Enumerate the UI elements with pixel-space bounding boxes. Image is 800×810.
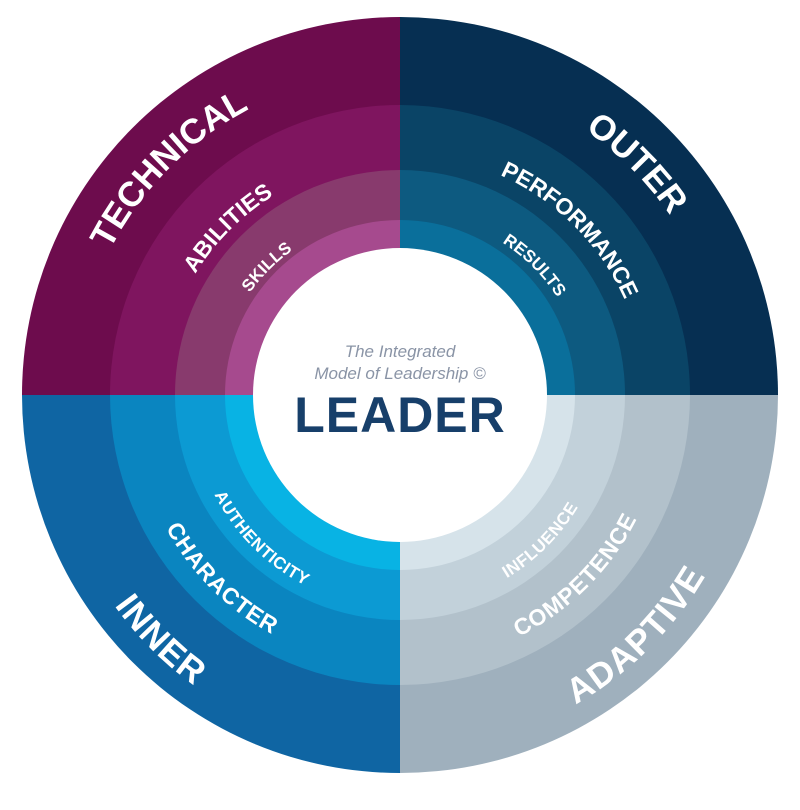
center-circle xyxy=(253,248,547,542)
center-subtitle-line2: Model of Leadership © xyxy=(314,364,486,383)
center-subtitle-line1: The Integrated xyxy=(345,342,456,361)
center-title: LEADER xyxy=(294,387,506,443)
